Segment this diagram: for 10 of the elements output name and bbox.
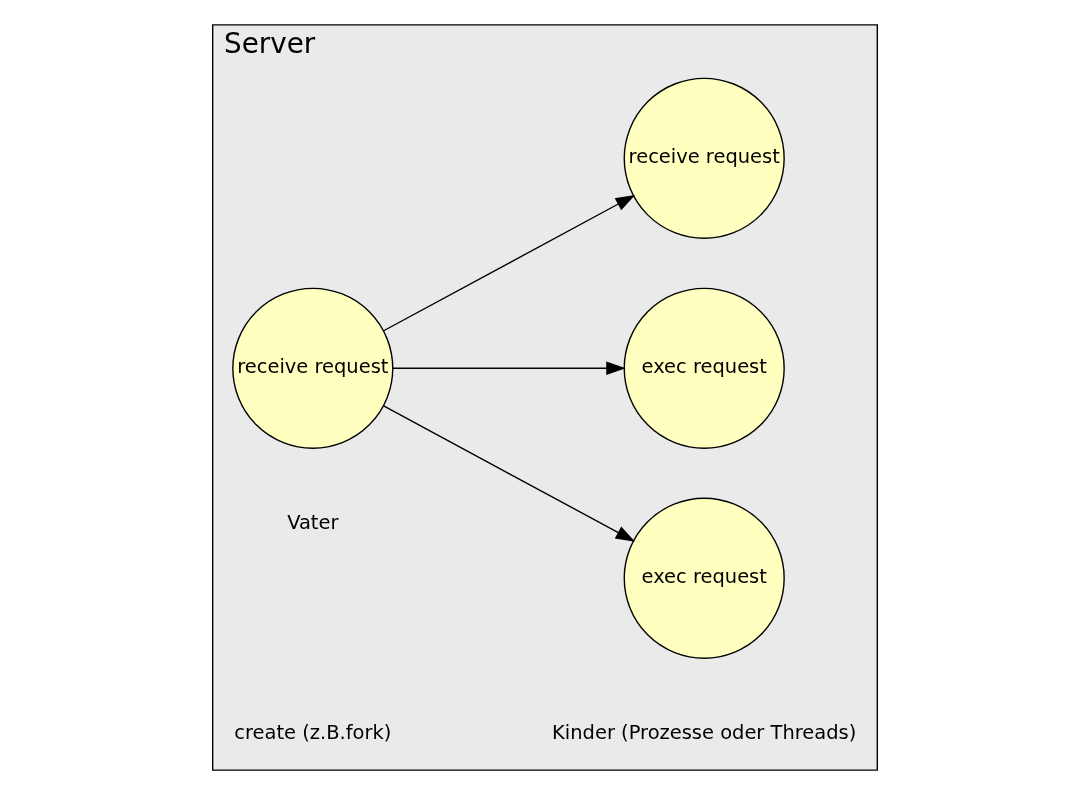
arrow xyxy=(382,194,636,332)
node-circle: exec request xyxy=(623,497,785,659)
node-circle: receive request xyxy=(623,77,785,239)
arrow xyxy=(392,361,626,376)
node-circle: receive request xyxy=(232,287,394,449)
arrow xyxy=(382,405,636,542)
label: create (z.B.fork) xyxy=(234,721,392,745)
node-label: Vater xyxy=(287,511,339,535)
label: Kinder (Prozesse oder Threads) xyxy=(552,721,857,745)
node-circle: exec request xyxy=(623,287,785,449)
